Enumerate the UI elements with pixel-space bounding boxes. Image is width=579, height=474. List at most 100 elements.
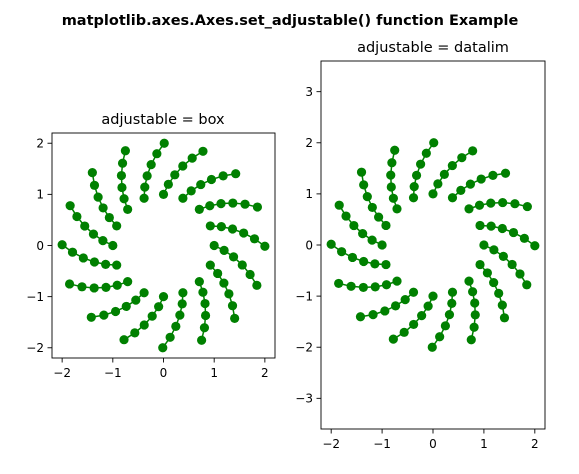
data-point — [390, 301, 401, 311]
data-point — [98, 236, 108, 246]
data-point — [508, 227, 519, 238]
data-point — [65, 201, 75, 211]
series-spoke-3 — [464, 197, 532, 214]
series-spoke-13 — [334, 200, 387, 250]
y-tick-label: 0 — [36, 239, 44, 253]
data-point — [367, 202, 377, 213]
data-point — [409, 319, 419, 330]
data-point — [240, 199, 250, 209]
series-spoke-10 — [355, 287, 419, 322]
data-point — [198, 287, 208, 297]
data-point — [370, 282, 380, 292]
data-point — [392, 204, 402, 214]
series-spoke-2 — [447, 168, 511, 203]
data-point — [80, 221, 90, 231]
data-point — [475, 259, 485, 270]
series-spoke-13 — [65, 201, 118, 251]
data-point — [64, 279, 75, 289]
series-spoke-8 — [427, 287, 458, 352]
data-point — [123, 277, 133, 287]
y-tick-label: 0 — [305, 238, 313, 252]
series-spoke-10 — [86, 288, 149, 322]
data-point — [110, 306, 121, 317]
data-point — [57, 240, 67, 250]
data-point — [165, 332, 175, 342]
data-point — [497, 223, 507, 234]
series-spoke-11 — [334, 276, 402, 293]
data-point — [337, 247, 347, 257]
data-point — [465, 179, 476, 189]
series-spoke-9 — [388, 291, 438, 344]
series-spoke-1 — [158, 146, 208, 199]
y-tick-label: −1 — [295, 289, 313, 303]
data-point — [476, 174, 486, 184]
data-point — [388, 193, 398, 203]
y-tick-label: 1 — [36, 188, 44, 202]
data-point — [158, 343, 168, 353]
data-point — [231, 169, 241, 179]
data-point — [456, 185, 466, 195]
data-point — [86, 312, 96, 322]
data-point — [93, 192, 103, 202]
data-point — [200, 310, 211, 321]
data-point — [159, 138, 169, 148]
data-point — [500, 168, 511, 178]
axes-box-title: adjustable = box — [101, 112, 225, 128]
data-point — [108, 240, 118, 251]
data-point — [99, 310, 109, 320]
data-point — [349, 220, 359, 231]
data-point — [429, 138, 439, 148]
data-point — [228, 252, 239, 262]
data-point — [464, 276, 474, 286]
data-point — [120, 146, 130, 156]
data-point — [218, 171, 228, 181]
series-spoke-3 — [194, 198, 263, 214]
series-spoke-2 — [178, 169, 241, 203]
data-point — [334, 278, 344, 289]
data-point — [98, 203, 108, 213]
data-point — [475, 220, 485, 231]
axes-datalim-plot-area — [326, 138, 540, 352]
data-point — [411, 170, 422, 180]
axes-box-frame — [51, 132, 276, 359]
data-point — [519, 233, 529, 243]
data-point — [428, 189, 438, 199]
data-point — [88, 229, 99, 239]
data-point — [117, 158, 128, 168]
data-point — [227, 301, 238, 311]
data-point — [142, 171, 152, 181]
x-tick-label: −1 — [104, 366, 122, 380]
data-point — [216, 198, 226, 209]
data-point — [206, 174, 217, 185]
data-point — [381, 220, 391, 231]
series-spoke-6 — [475, 259, 510, 323]
data-point — [163, 179, 173, 189]
data-point — [464, 204, 474, 214]
data-point — [362, 192, 372, 202]
data-point — [197, 335, 207, 345]
data-point — [239, 228, 249, 238]
series-spoke-16 — [408, 138, 439, 203]
data-point — [346, 281, 356, 291]
data-point — [116, 170, 127, 181]
data-point — [139, 288, 149, 298]
data-point — [439, 169, 449, 179]
data-point — [112, 221, 122, 231]
data-point — [498, 251, 508, 261]
data-point — [187, 153, 197, 163]
data-point — [205, 221, 215, 231]
data-point — [130, 328, 140, 338]
data-point — [355, 312, 366, 322]
data-point — [377, 240, 387, 250]
data-point — [237, 260, 247, 270]
data-point — [198, 146, 208, 156]
data-point — [408, 193, 419, 203]
data-point — [139, 193, 149, 203]
data-point — [101, 282, 111, 293]
series-spoke-15 — [386, 145, 402, 214]
x-tick-label: −1 — [373, 437, 391, 451]
data-point — [447, 298, 457, 308]
data-point — [447, 287, 458, 297]
data-point — [146, 160, 156, 170]
